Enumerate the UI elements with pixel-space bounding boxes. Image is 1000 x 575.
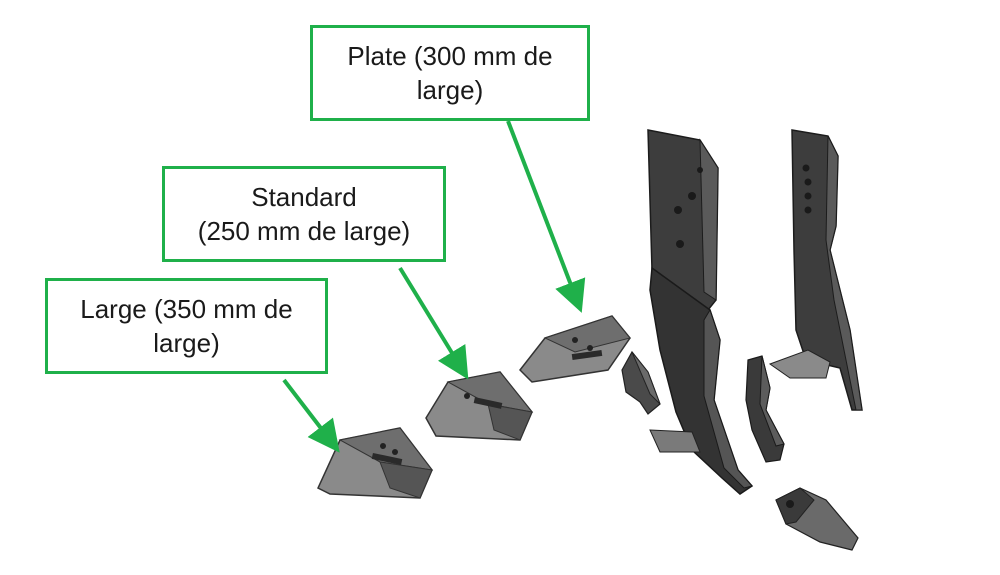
callout-plate-line2: large) — [416, 75, 484, 105]
shank-left-part — [647, 129, 754, 495]
shin-piece-part — [745, 355, 785, 463]
callout-plate-line1: Plate (300 mm de — [347, 41, 553, 71]
callout-plate: Plate (300 mm de large) — [310, 25, 590, 121]
arrow-plate — [506, 120, 586, 313]
plate-share-part — [519, 315, 631, 383]
callout-standard: Standard (250 mm de large) — [162, 166, 446, 262]
standard-share-part — [425, 371, 534, 441]
callout-standard-line2: (250 mm de large) — [197, 216, 411, 246]
callout-standard-line1: Standard — [251, 182, 357, 212]
wing-piece-part — [621, 350, 661, 415]
point-tip-part — [775, 487, 859, 551]
callout-large-line2: large) — [153, 328, 220, 358]
callout-large-line1: Large (350 mm de — [80, 294, 293, 324]
large-share-part — [317, 427, 434, 499]
arrow-standard — [398, 266, 469, 380]
callout-large: Large (350 mm de large) — [45, 278, 328, 374]
arrow-large — [282, 378, 340, 453]
shank-right-part — [768, 129, 863, 411]
